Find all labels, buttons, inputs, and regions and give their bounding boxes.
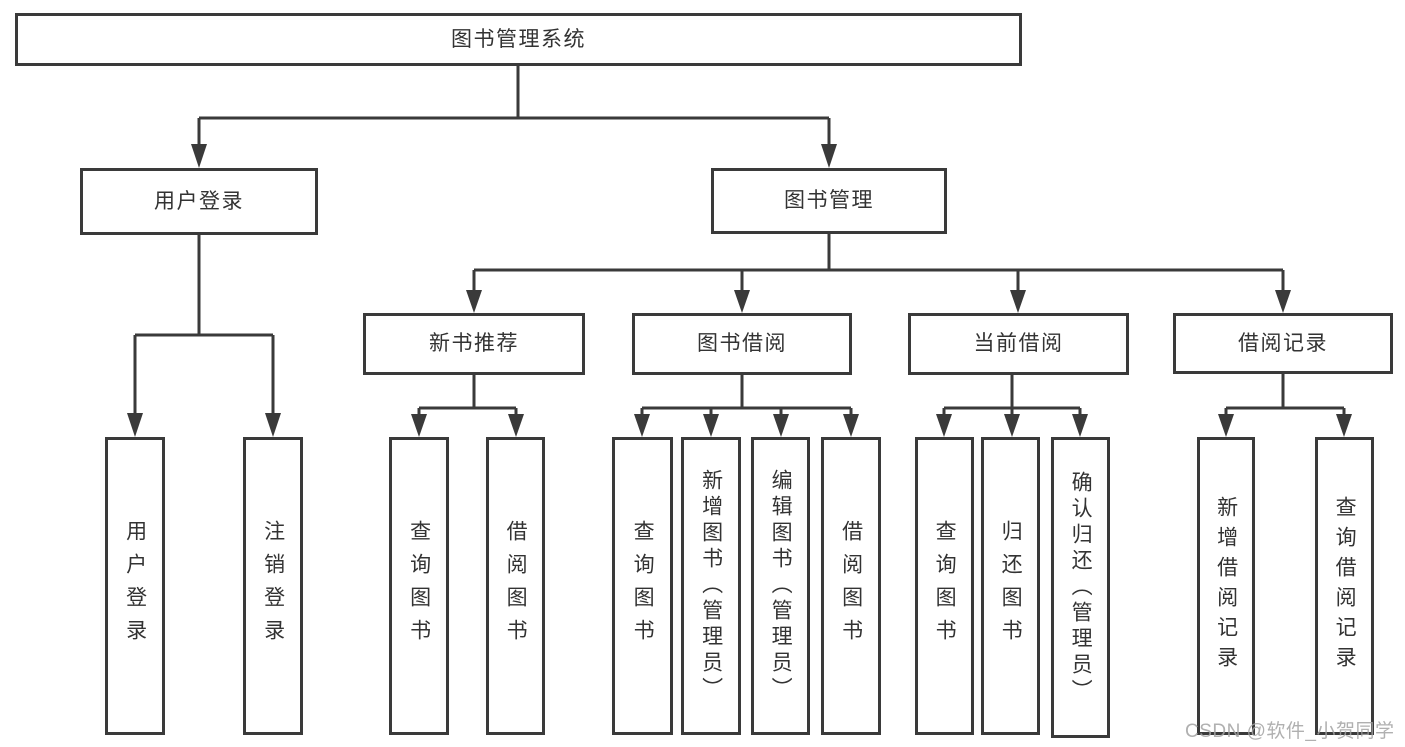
node-root-system: 图书管理系统 [15, 13, 1022, 66]
leaf-borrowing-add-books-admin: 新增图书（管理员） [681, 437, 741, 735]
csdn-watermark: CSDN @软件_小贺同学 [1185, 721, 1395, 742]
leaf-borrowing-query-books: 查询图书 [612, 437, 673, 735]
node-user-login: 用户登录 [80, 168, 318, 235]
leaf-newbook-query-books: 查询图书 [389, 437, 449, 735]
leaf-newbook-borrow-books: 借阅图书 [486, 437, 545, 735]
node-current-borrowing: 当前借阅 [908, 313, 1129, 375]
leaf-records-add-record: 新增借阅记录 [1197, 437, 1255, 735]
leaf-borrowing-borrow-books: 借阅图书 [821, 437, 881, 735]
leaf-borrowing-edit-books-admin: 编辑图书（管理员） [751, 437, 810, 735]
node-book-management: 图书管理 [711, 168, 947, 234]
leaf-user-login: 用户登录 [105, 437, 165, 735]
node-borrowing-records: 借阅记录 [1173, 313, 1393, 374]
leaf-current-return-books: 归还图书 [981, 437, 1040, 735]
leaf-records-query-record: 查询借阅记录 [1315, 437, 1374, 735]
node-book-borrowing: 图书借阅 [632, 313, 852, 375]
leaf-logout: 注销登录 [243, 437, 303, 735]
leaf-current-query-books: 查询图书 [915, 437, 974, 735]
leaf-current-confirm-return-admin: 确认归还（管理员） [1051, 437, 1110, 738]
node-new-book-recommend: 新书推荐 [363, 313, 585, 375]
